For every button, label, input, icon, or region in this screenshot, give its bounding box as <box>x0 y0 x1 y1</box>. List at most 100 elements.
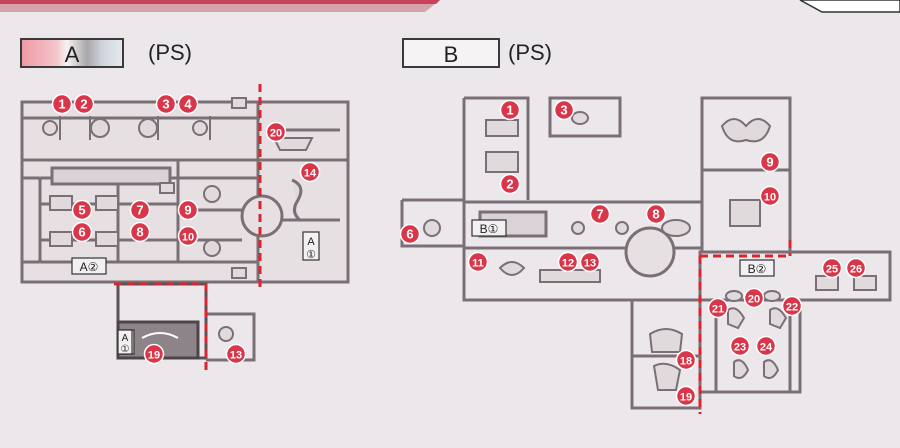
runner-b-part-marker-circle <box>467 251 489 273</box>
runner-a-part-marker-label: 9 <box>184 203 191 218</box>
runner-a-part-marker-circle <box>225 343 247 365</box>
runner-b-part-marker-circle <box>399 223 421 245</box>
runner-b-part-18-marker: 18 <box>675 349 697 371</box>
runner-a-tags: A② A ① A ① <box>71 231 320 355</box>
runner-a-part-marker-label: 6 <box>78 225 85 240</box>
tag-b1: B① <box>471 219 507 237</box>
runner-b-cut-lines <box>698 240 792 414</box>
runner-b-part-24-marker: 24 <box>755 335 777 357</box>
runner-b-part-marker-circle <box>675 385 697 407</box>
runner-a-part-marker-label: 8 <box>136 225 143 240</box>
runner-b-part-22-marker: 22 <box>781 295 803 317</box>
runner-b-part-8-marker: 8 <box>645 203 667 225</box>
runner-b-part-marker-circle <box>553 99 575 121</box>
runner-b-part-marker-label: 1 <box>506 103 513 118</box>
runner-a-part-5-marker: 5 <box>71 199 93 221</box>
runner-b-part-marker-circle <box>499 99 521 121</box>
runner-a-part-2-marker: 2 <box>73 93 95 115</box>
runner-b-part-marker-label: 19 <box>680 392 692 404</box>
runner-b-part-marker-label: 3 <box>560 103 567 118</box>
runner-b-part-11-marker: 11 <box>467 251 489 273</box>
runner-a-top-parts <box>42 97 247 279</box>
runner-a-part-marker-label: 20 <box>270 128 282 140</box>
runner-b-part-marker-circle <box>579 251 601 273</box>
runner-b-part-marker-circle <box>821 257 843 279</box>
runner-b-part-marker-label: 23 <box>734 342 746 354</box>
runner-b-part-6-marker: 6 <box>399 223 421 245</box>
runner-b-part-12-marker: 12 <box>557 251 579 273</box>
runner-a-part-marker-label: 1 <box>58 97 65 112</box>
runner-b-part-marker-circle <box>707 297 729 319</box>
runner-a-part-marker-circle <box>177 199 199 221</box>
runner-a-part-8-marker: 8 <box>129 221 151 243</box>
runner-b-label-box: B <box>402 38 500 68</box>
runner-b-part-marker-circle <box>743 287 765 309</box>
runner-b-part-marker-circle <box>759 185 781 207</box>
runner-b-part-19-marker: 19 <box>675 385 697 407</box>
runner-b-part-marker-label: 6 <box>406 227 413 242</box>
runner-b-part-10-marker: 10 <box>759 185 781 207</box>
runner-b-part-marker-label: 11 <box>472 258 484 270</box>
runner-b-part-marker-circle <box>675 349 697 371</box>
runner-a-part-marker-label: 19 <box>148 350 160 362</box>
runner-b-part-marker-circle <box>499 173 521 195</box>
runner-b-part-marker-label: 18 <box>680 356 692 368</box>
runner-b-part-marker-circle <box>557 251 579 273</box>
tag-a2: A② <box>71 257 107 275</box>
runner-a-part-marker-label: 3 <box>162 97 169 112</box>
runner-b-part-marker-circle <box>759 151 781 173</box>
runner-b-part-marker-circle <box>589 203 611 225</box>
runner-b-part-marker-label: 20 <box>748 294 760 306</box>
runner-b-part-23-marker: 23 <box>729 335 751 357</box>
runner-b-part-marker-label: 13 <box>584 258 596 270</box>
runner-a-part-marker-label: 10 <box>182 232 194 244</box>
runner-b-part-26-marker: 26 <box>845 257 867 279</box>
runner-b-part-2-marker: 2 <box>499 173 521 195</box>
runner-b-part-marker-circle <box>755 335 777 357</box>
top-band-decoration <box>0 0 900 13</box>
runner-b-part-25-marker: 25 <box>821 257 843 279</box>
runner-a-part-9-marker: 9 <box>177 199 199 221</box>
tag-a1-right: A ① <box>302 231 320 261</box>
runner-b-part-marker-label: 26 <box>850 264 862 276</box>
runner-b-part-marker-label: 24 <box>760 342 773 354</box>
svg-text:A: A <box>122 333 129 344</box>
tag-a1-right-text: A <box>307 236 315 248</box>
runner-a-part-14-marker: 14 <box>299 161 321 183</box>
runner-b-part-marker-circle <box>645 203 667 225</box>
runner-a-material: (PS) <box>148 40 192 65</box>
runner-a-part-marker-circle <box>177 93 199 115</box>
runner-a-part-marker-label: 4 <box>184 97 192 112</box>
runner-b-part-marker-circle <box>781 295 803 317</box>
runner-a-part-19-marker: 19 <box>143 343 165 365</box>
runner-b-part-marker-label: 10 <box>764 192 776 204</box>
runner-a-part-marker-circle <box>51 93 73 115</box>
runner-a-part-7-marker: 7 <box>129 199 151 221</box>
runner-b-part-3-marker: 3 <box>553 99 575 121</box>
runner-a-part-4-marker: 4 <box>177 93 199 115</box>
runner-b-part-marker-label: 7 <box>596 207 603 222</box>
runner-a-part-1-marker: 1 <box>51 93 73 115</box>
runner-a-part-marker-circle <box>129 199 151 221</box>
runner-a-part-marker-label: 14 <box>304 168 317 180</box>
runner-a-part-marker-circle <box>73 93 95 115</box>
runner-b-material: (PS) <box>508 40 552 65</box>
runner-b-part-marker-label: 2 <box>506 177 513 192</box>
runner-a-part-marker-circle <box>129 221 151 243</box>
tag-a1-lower: A ① <box>117 329 133 355</box>
tag-b2: B② <box>739 259 775 277</box>
runner-b-part-7-marker: 7 <box>589 203 611 225</box>
runner-b-tags: B① B② <box>471 219 775 277</box>
tag-b2-text: B② <box>748 262 767 276</box>
runner-b-part-marker-label: 22 <box>786 302 798 314</box>
runner-b-letter: B <box>443 42 459 67</box>
runner-a-part-10-marker: 10 <box>177 225 199 247</box>
runner-a-part-20-marker: 20 <box>265 121 287 143</box>
runner-a-part-6-marker: 6 <box>71 221 93 243</box>
runner-a-part-marker-circle <box>265 121 287 143</box>
runner-b-part-marker-label: 21 <box>712 304 724 316</box>
runner-b-part-marker-label: 25 <box>826 264 838 276</box>
runner-a-part-marker-label: 2 <box>80 97 87 112</box>
